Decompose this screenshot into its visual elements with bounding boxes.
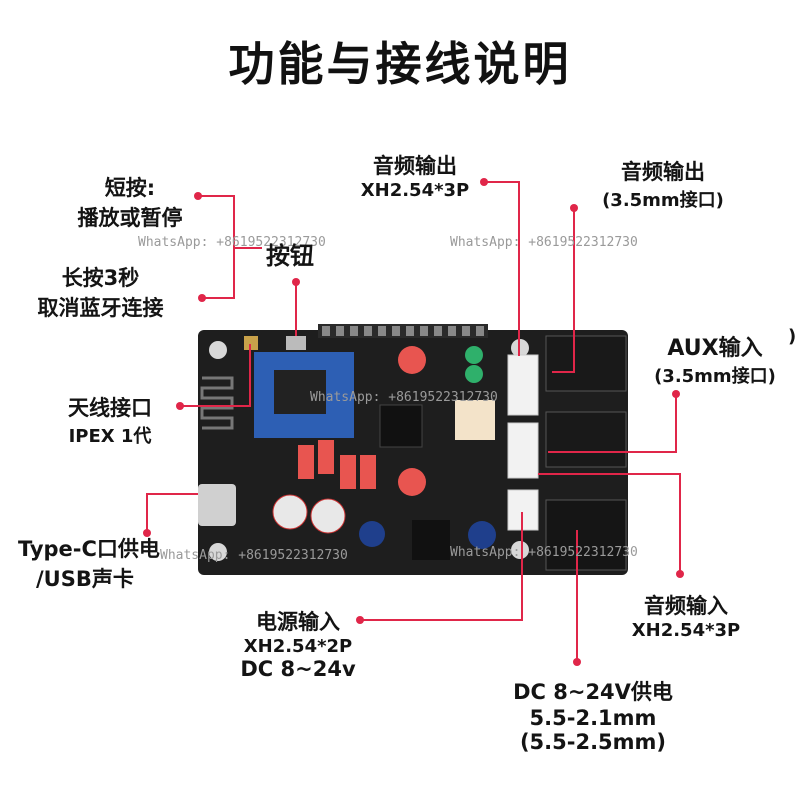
relay: [455, 400, 495, 440]
capacitor: [398, 346, 426, 374]
watermark: WhatsApp: +8619522312730: [310, 390, 498, 405]
short-press-label: 短按: 播放或暂停: [77, 176, 183, 230]
watermark: WhatsApp: +8619522312730: [450, 545, 638, 560]
electrolytic-capacitor: [359, 521, 385, 547]
audio-in-label: 音频输入 XH2.54*3P: [631, 594, 741, 641]
resistor: [340, 455, 356, 489]
electrolytic-capacitor: [468, 521, 496, 549]
capacitor: [398, 468, 426, 496]
green-capacitor: [465, 346, 483, 364]
antenna-label: 天线接口 IPEX 1代: [68, 396, 152, 447]
button-label: 按钮: [266, 242, 314, 270]
watermark: WhatsApp: +8619522312730: [160, 548, 348, 563]
xh-connector-out: [507, 354, 539, 416]
watermark: WhatsApp: +8619522312730: [450, 235, 638, 250]
typec-port: [198, 484, 236, 526]
antenna-trace: [200, 376, 234, 430]
electrolytic-capacitor: [272, 494, 308, 530]
mounting-hole: [511, 541, 529, 559]
resistor: [298, 445, 314, 479]
resistor: [318, 440, 334, 474]
green-capacitor: [465, 365, 483, 383]
power-in-label: 电源输入 XH2.54*2P DC 8~24v: [240, 610, 356, 681]
audio-jack-aux: [545, 411, 627, 468]
audio-out-xh-label: 音频输出 XH2.54*3P: [360, 154, 470, 201]
aux-in-label: AUX输入 (3.5mm接口): [654, 336, 776, 387]
typec-label: Type-C口供电 /USB声卡: [18, 537, 160, 591]
page-title: 功能与接线说明: [228, 37, 572, 91]
electrolytic-capacitor: [310, 498, 346, 534]
leader-lines: [146, 181, 681, 662]
resistor: [360, 455, 376, 489]
watermark: WhatsApp: +8619522312730: [138, 235, 326, 250]
mounting-hole: [209, 543, 227, 561]
ipex-connector: [244, 336, 258, 350]
dc-barrel-jack: [545, 499, 627, 571]
push-button: [286, 336, 306, 350]
bluetooth-chip: [274, 370, 326, 414]
long-press-label: 长按3秒 取消蓝牙连接: [37, 266, 164, 320]
dc-power-label: DC 8~24V供电 5.5-2.1mm (5.5-2.5mm): [513, 680, 673, 754]
leader-dots: [143, 178, 684, 666]
audio-out-jack-label: 音频输出 (3.5mm接口): [602, 160, 724, 211]
audio-jack-out: [545, 335, 627, 392]
stray-paren: ): [788, 326, 797, 347]
xh-connector-in: [507, 422, 539, 479]
header-pins: [318, 324, 488, 338]
regulator-chip: [412, 520, 450, 560]
mounting-hole: [209, 341, 227, 359]
dac-chip: [379, 404, 423, 448]
